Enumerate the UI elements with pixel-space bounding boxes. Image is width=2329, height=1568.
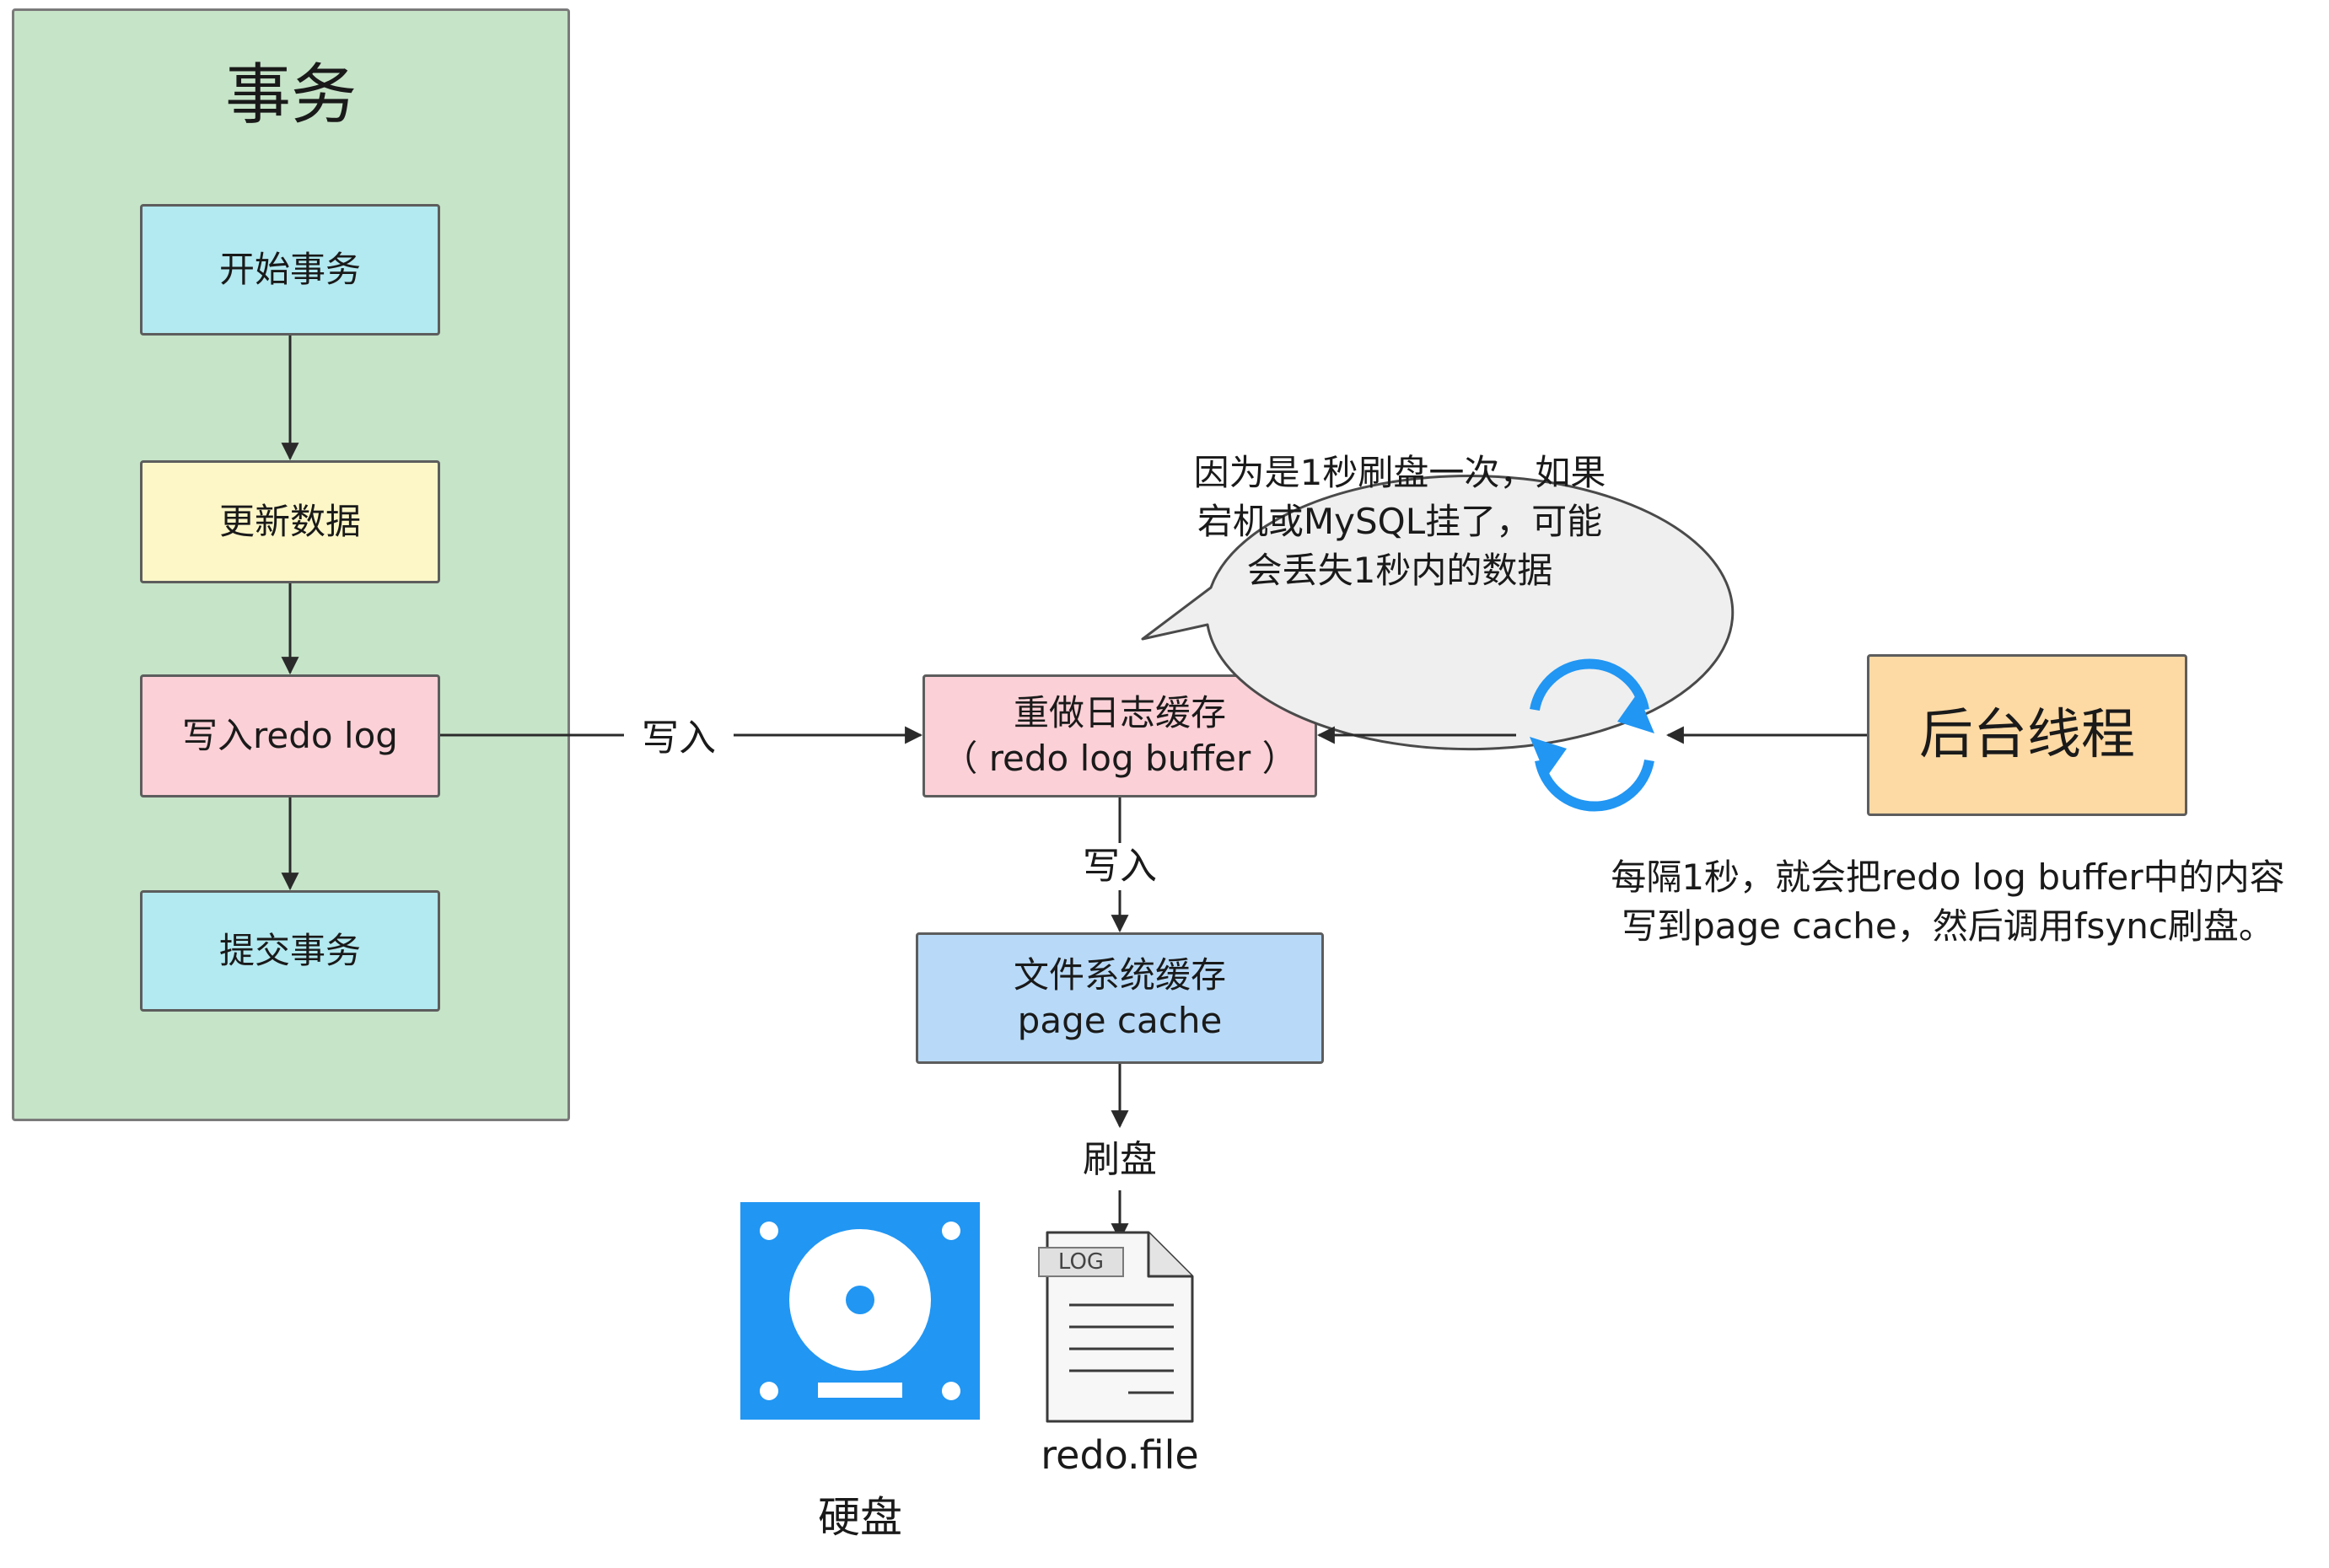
log-file-tag: LOG [1057,1249,1105,1275]
background-thread-box: 后台线程 [1867,654,2187,816]
page-cache-box: 文件系统缓存 page cache [916,932,1324,1064]
page-cache-title: 文件系统缓存 [1013,954,1226,996]
thread-note: 每隔1秒，就会把redo log buffer中的内容 写到page cache… [1568,853,2327,951]
edge-label-write-main: 写入 [624,715,734,762]
transaction-title: 事务 [224,57,357,133]
step-start-transaction: 开始事务 [140,204,440,336]
speech-bubble [1141,475,1735,751]
file-label: redo.file [1041,1432,1199,1478]
refresh-icon [1530,658,1654,812]
redo-log-buffer-subtitle: （ redo log buffer ） [942,738,1298,779]
edge-label-flush: 刷盘 [1068,1136,1172,1184]
redo-log-buffer-box: 重做日志缓存 （ redo log buffer ） [922,674,1317,797]
thread-note-line-1: 每隔1秒，就会把redo log buffer中的内容 [1611,856,2285,898]
log-file-icon [1038,1231,1194,1423]
edge-label-write-down: 写入 [1068,843,1172,890]
speech-bubble-text: 因为是1秒刷盘一次，如果 宕机或MySQL挂了，可能 会丢失1秒内的数据 [1138,448,1661,595]
thread-note-line-2: 写到page cache，然后调用fsync刷盘。 [1622,905,2274,947]
page-cache-subtitle: page cache [1017,1000,1223,1041]
redo-log-buffer-title: 重做日志缓存 [1013,692,1226,733]
speech-line-1: 因为是1秒刷盘一次，如果 [1193,452,1606,493]
step-update-data: 更新数据 [140,460,440,583]
step-write-redo-log: 写入redo log [140,674,440,797]
disk-label: 硬盘 [818,1493,902,1542]
speech-line-2: 宕机或MySQL挂了，可能 [1197,501,1603,542]
step-commit-transaction: 提交事务 [140,890,440,1012]
speech-line-3: 会丢失1秒内的数据 [1246,550,1553,591]
hard-disk-icon [740,1202,980,1420]
